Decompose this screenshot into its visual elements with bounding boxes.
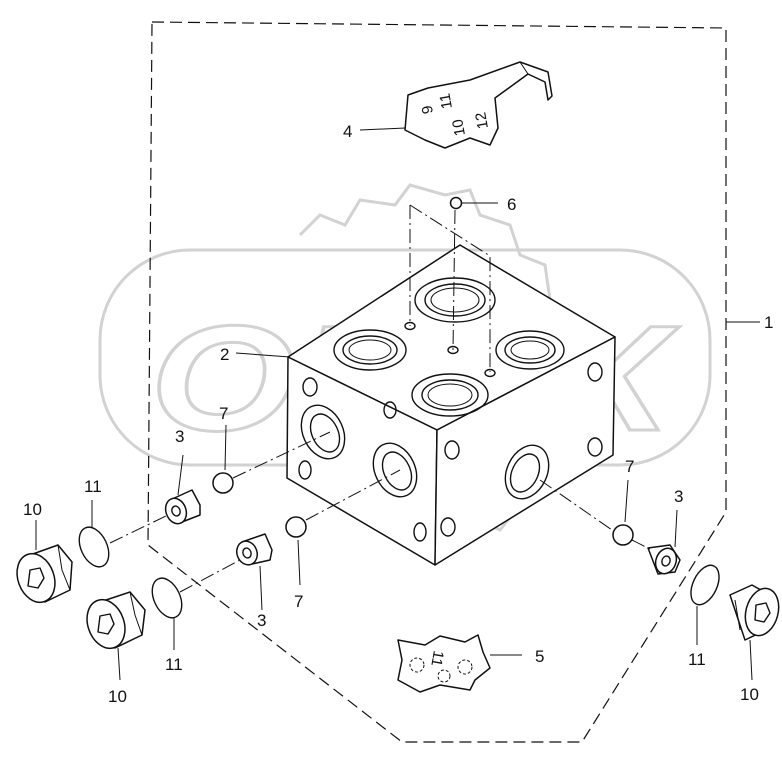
plug-3-right	[647, 509, 681, 575]
oring-11-upper-left	[78, 526, 110, 568]
part-5-tag: 11	[397, 634, 522, 693]
tag5-number-11: 11	[427, 649, 446, 667]
callout-5: 5	[535, 647, 544, 666]
callout-11-right: 11	[688, 650, 706, 669]
callout-2: 2	[220, 345, 229, 364]
part-3-plugs	[164, 454, 681, 611]
callout-3-lower-left: 3	[257, 611, 266, 630]
ball-7-upper-left	[212, 472, 234, 494]
callout-10-upper-left: 10	[23, 500, 42, 519]
top-ports	[333, 277, 565, 417]
tag4-number-10: 10	[449, 118, 469, 137]
callout-7-right: 7	[625, 457, 634, 476]
callout-10-right: 10	[740, 685, 759, 704]
callout-11-upper-left: 11	[84, 477, 102, 496]
watermark-gear	[298, 183, 552, 301]
part-6-ball	[409, 196, 498, 372]
plug-10-lower-left	[86, 591, 146, 681]
ball-7-lower-left	[285, 516, 307, 538]
tag4-number-11: 11	[436, 92, 455, 110]
oring-11-lower-left	[151, 577, 183, 619]
plug-10-right	[729, 584, 780, 681]
plug-3-upper-left	[164, 454, 201, 525]
part-2-valve-block	[286, 244, 616, 566]
part-4-tag: 11 9 12 10	[404, 61, 553, 149]
oring-11-right	[690, 564, 720, 606]
callout-3-upper-left: 3	[175, 427, 184, 446]
callout-6: 6	[507, 195, 516, 214]
callout-7-lower-left: 7	[294, 592, 303, 611]
callout-labels: 1 2 4 5 6 3 3 3 7 7 7 10 10 10 11 11 11	[23, 122, 773, 706]
tag4-number-9: 9	[419, 104, 437, 115]
callout-4: 4	[343, 122, 352, 141]
callout-1: 1	[764, 313, 773, 332]
callout-11-lower-left: 11	[165, 655, 183, 674]
part-7-balls	[212, 424, 634, 586]
plug-10-upper-left	[16, 520, 73, 604]
leader-lines	[235, 127, 760, 358]
block-right-face	[434, 336, 616, 566]
tag4-number-12: 12	[472, 111, 492, 130]
callout-10-lower-left: 10	[108, 687, 127, 706]
part-11-orings	[78, 500, 720, 650]
part-10-plugs	[16, 520, 780, 681]
callout-7-upper-left: 7	[219, 404, 228, 423]
assembly-guide-lines	[109, 431, 653, 593]
ball-7-right	[612, 524, 634, 546]
left-face-ports	[298, 377, 427, 542]
callout-3-right: 3	[674, 487, 683, 506]
right-face-ports	[440, 362, 603, 537]
plug-3-lower-left	[235, 533, 273, 611]
